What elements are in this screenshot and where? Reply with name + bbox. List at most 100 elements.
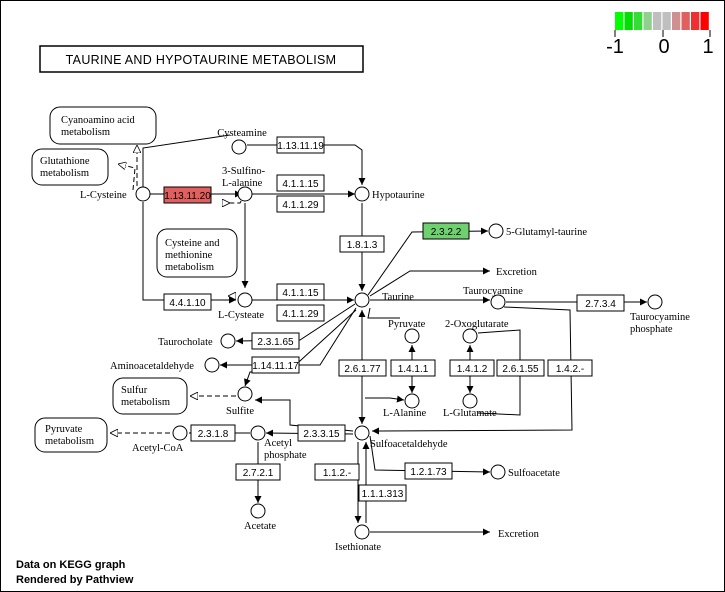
gene-box[interactable]: 1.1.2.- [314,463,360,481]
compound-label-isethionate: Isethionate [335,542,381,553]
compound-label-pyruvate: Pyruvate [388,319,426,330]
compound-label-l-cysteate: L-Cysteate [218,310,264,321]
gene-box[interactable]: 1.4.1.2 [449,359,495,377]
gene-box[interactable]: 4.1.1.29 [276,304,325,322]
gene-box[interactable]: 2.6.1.77 [338,359,387,377]
map-cyanoamino-line2: metabolism [61,127,110,138]
gene-label: 2.6.1.77 [344,364,381,375]
gene-label: 1.14.11.17 [252,361,299,372]
compound-node-hypotaurine[interactable] [354,186,370,202]
compound-node-cysteamine[interactable] [231,139,247,155]
compound-node-acetyl-phosphate[interactable] [250,425,266,441]
compound-node-pyruvate[interactable] [404,328,420,344]
compound-label-aminoacetaldehyde: Aminoacetaldehyde [110,361,194,372]
compound-node-sulfinoalanine[interactable] [237,186,253,202]
legend-swatch [643,12,652,30]
link-sulfino-cysteinemap [226,193,246,203]
gene-label: 4.1.1.15 [282,179,319,190]
gene-box[interactable]: 4.4.1.10 [163,293,212,311]
compound-node-l-alanine[interactable] [404,393,420,409]
compound-label-cysteamine: Cysteamine [217,128,267,139]
footer-line-2: Rendered by Pathview [16,574,134,586]
edge-taurine-pyruvate-loop [367,307,400,319]
compound-label-taurocyamine-phosphate-1: Taurocyamine [630,312,690,323]
compound-label-l-glutamate: L-Glutamate [443,408,497,419]
gene-label: 2.3.1.8 [198,429,229,440]
gene-label: 4.1.1.29 [282,200,319,211]
gene-box[interactable]: 2.3.3.15 [297,424,346,442]
gene-label: 1.2.1.73 [410,467,447,478]
map-sulfur-line1: Sulfur [121,385,148,396]
compound-node-sulfoacetate[interactable] [490,464,506,480]
compound-node-l-cysteate[interactable] [237,292,253,308]
map-glutathione-line2: metabolism [40,168,89,179]
gene-box[interactable]: 2.7.3.4 [576,294,625,312]
gene-label: 2.7.2.1 [243,468,274,479]
compound-node-glutamyl-taurine[interactable] [488,223,504,239]
compound-node-l-cysteine[interactable] [135,186,151,202]
gene-box[interactable]: 2.3.1.65 [251,332,300,350]
compound-node-sulfite[interactable] [237,386,253,402]
compound-label-taurocyamine-phosphate-2: phosphate [630,324,673,335]
legend-swatch [681,12,690,30]
compound-node-l-glutamate[interactable] [462,393,478,409]
compound-label-acetate: Acetate [244,521,276,532]
compound-node-sulfoacetaldehyde[interactable] [354,425,370,441]
gene-box[interactable]: 2.7.2.1 [235,463,281,481]
map-glutathione-line1: Glutathione [40,156,90,167]
gene-box[interactable]: 1.14.11.17 [251,356,300,374]
page-title: TAURINE AND HYPOTAURINE METABOLISM [66,53,337,67]
color-legend: -1 0 1 [606,12,714,58]
legend-label-max: 1 [702,36,713,58]
legend-label-mid: 0 [658,36,669,58]
compound-label-excretion-bottom: Excretion [498,529,540,540]
map-pyruvate-line2: metabolism [45,436,94,447]
gene-label: 2.3.2.2 [431,227,462,238]
compound-node-taurocyamine[interactable] [490,294,506,310]
gene-label: 2.3.3.15 [303,429,340,440]
gene-label: 4.4.1.10 [169,298,206,309]
map-sulfur[interactable]: Sulfur metabolism [112,377,188,415]
map-cysteine-methionine[interactable]: Cysteine and methionine metabolism [156,228,238,278]
gene-box[interactable]: 1.13.11.20 [163,186,212,204]
gene-box[interactable]: 2.3.2.2 [422,222,470,240]
gene-box[interactable]: 1.13.11.19 [276,136,325,154]
compound-label-sulfinoalanine-1: 3-Sulfino- [222,166,266,177]
map-pyruvate[interactable]: Pyruvate metabolism [34,417,108,453]
compound-node-taurine[interactable] [354,292,370,308]
compound-label-sulfoacetaldehyde: Sulfoacetaldehyde [370,439,448,450]
gene-box[interactable]: 1.4.1.1 [390,359,436,377]
legend-swatch [653,12,662,30]
gene-box[interactable]: 4.1.1.15 [276,283,325,301]
compound-node-acetate[interactable] [250,503,266,519]
gene-label: 1.1.1.313 [362,489,404,500]
gene-box[interactable]: 2.3.1.8 [190,424,236,442]
legend-swatch [624,12,633,30]
compound-node-taurocyamine-phosphate[interactable] [647,294,663,310]
compound-label-sulfinoalanine-2: L-alanine [222,178,263,189]
gene-box[interactable]: 1.8.1.3 [339,235,385,253]
map-glutathione[interactable]: Glutathione metabolism [31,148,109,186]
gene-box[interactable]: 2.6.1.55 [496,359,545,377]
gene-box[interactable]: 1.4.2.- [547,359,593,377]
gene-label: 2.6.1.55 [502,364,539,375]
compound-node-taurocholate[interactable] [220,333,236,349]
gene-box[interactable]: 1.2.1.73 [404,462,453,480]
gene-box[interactable]: 1.1.1.313 [358,484,407,502]
compound-node-oxoglutarate[interactable] [462,328,478,344]
map-cyanoamino[interactable]: Cyanoamino acid metabolism [49,106,157,145]
gene-box[interactable]: 4.1.1.29 [276,195,325,213]
compound-node-aminoacetaldehyde[interactable] [204,357,220,373]
gene-box[interactable]: 4.1.1.15 [276,174,325,192]
legend-label-min: -1 [606,36,624,58]
compound-label-acetyl-phosphate-2: phosphate [264,450,307,461]
gene-label: 4.1.1.29 [282,309,319,320]
gene-label: 4.1.1.15 [282,288,319,299]
compound-label-taurocholate: Taurocholate [158,337,213,348]
compound-node-isethionate[interactable] [354,524,370,540]
edge-taurine-excretion [369,267,490,297]
compound-label-l-alanine: L-Alanine [383,408,426,419]
gene-label: 1.4.2.- [556,364,584,375]
compound-node-acetyl-coa[interactable] [172,425,188,441]
map-cyanoamino-line1: Cyanoamino acid [61,115,136,126]
